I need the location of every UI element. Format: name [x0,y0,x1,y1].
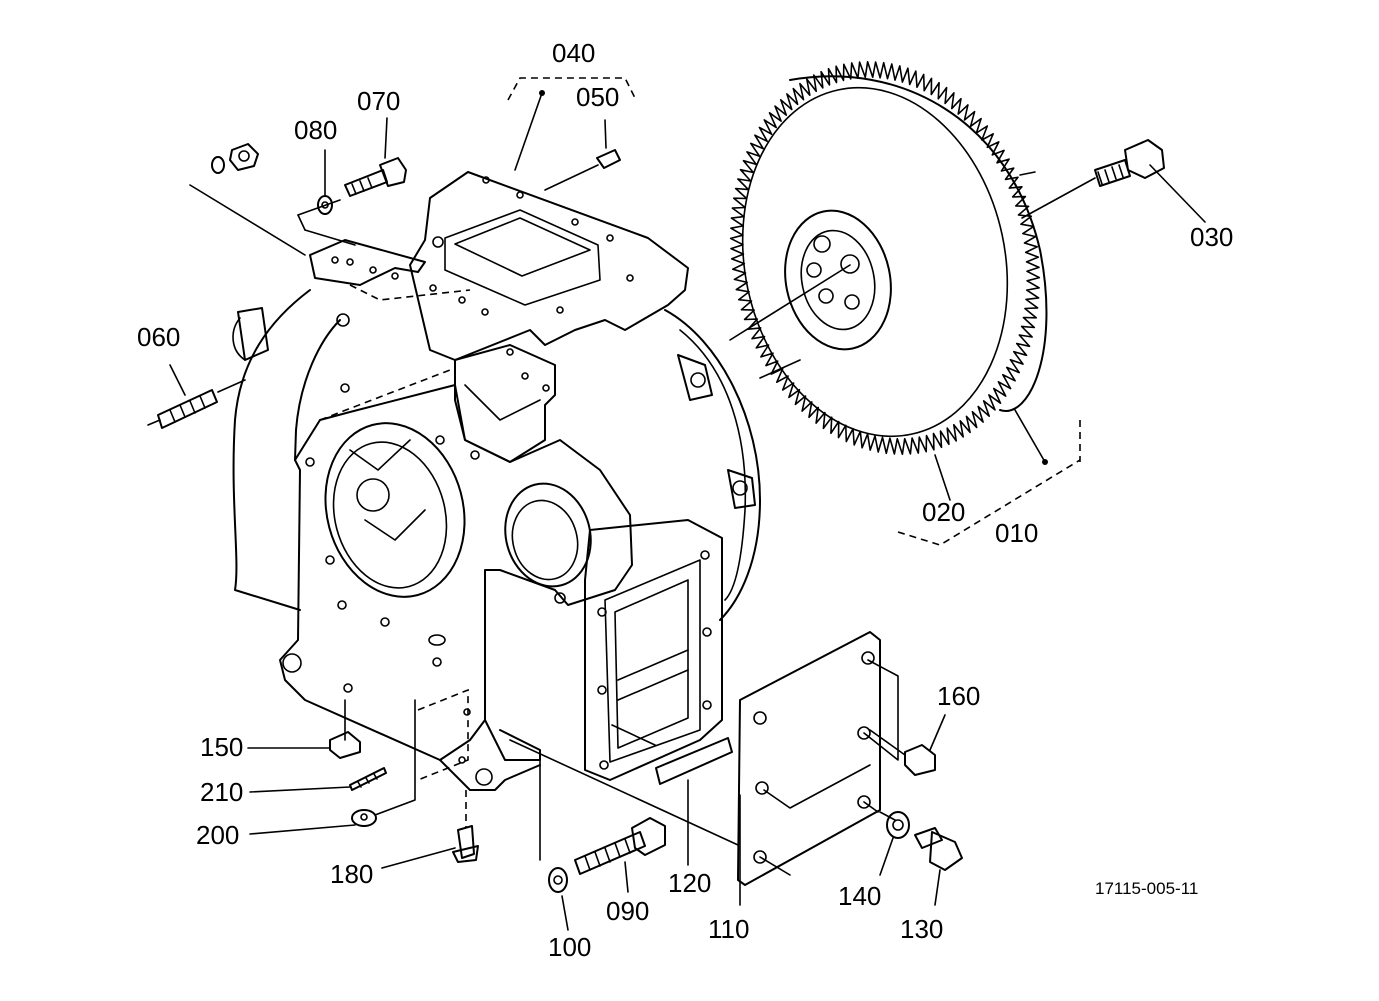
stud-060 [147,364,246,429]
callout-070: 070 [357,86,400,116]
callout-010: 010 [995,518,1038,548]
callout-bracket-010 [897,409,1081,546]
callout-180: 180 [330,859,373,889]
stud-nut-group [189,117,407,256]
flywheel-housing-part [232,171,761,791]
callout-labels: 040 050 070 080 030 060 020 010 160 150 … [137,38,1233,962]
callout-130: 130 [900,914,943,944]
callout-020: 020 [922,497,965,527]
callout-030: 030 [1190,222,1233,252]
callout-140: 140 [838,881,881,911]
bolt-160 [869,714,946,776]
cover-plate-110 [737,631,899,906]
callout-210: 210 [200,777,243,807]
callout-150: 150 [200,732,243,762]
callout-100: 100 [548,932,591,962]
callout-040: 040 [552,38,595,68]
callout-110: 110 [708,914,749,944]
plug-130-washer-140 [879,811,963,906]
callout-090: 090 [606,896,649,926]
bolt-090-washer-100 [509,739,739,931]
callout-160: 160 [937,681,980,711]
flywheel-part [729,61,1048,455]
ring-gear-teeth [729,61,1041,455]
callout-080: 080 [294,115,337,145]
callout-200: 200 [196,820,239,850]
drawing-number: 17115-005-11 [1095,879,1198,898]
callout-120: 120 [668,868,711,898]
drain-parts-group [247,699,479,869]
callout-060: 060 [137,322,180,352]
flywheel-bolt-030 [1021,139,1206,223]
callout-050: 050 [576,82,619,112]
callout-bracket-040 [507,77,637,171]
dowel-pin-050 [544,119,621,191]
